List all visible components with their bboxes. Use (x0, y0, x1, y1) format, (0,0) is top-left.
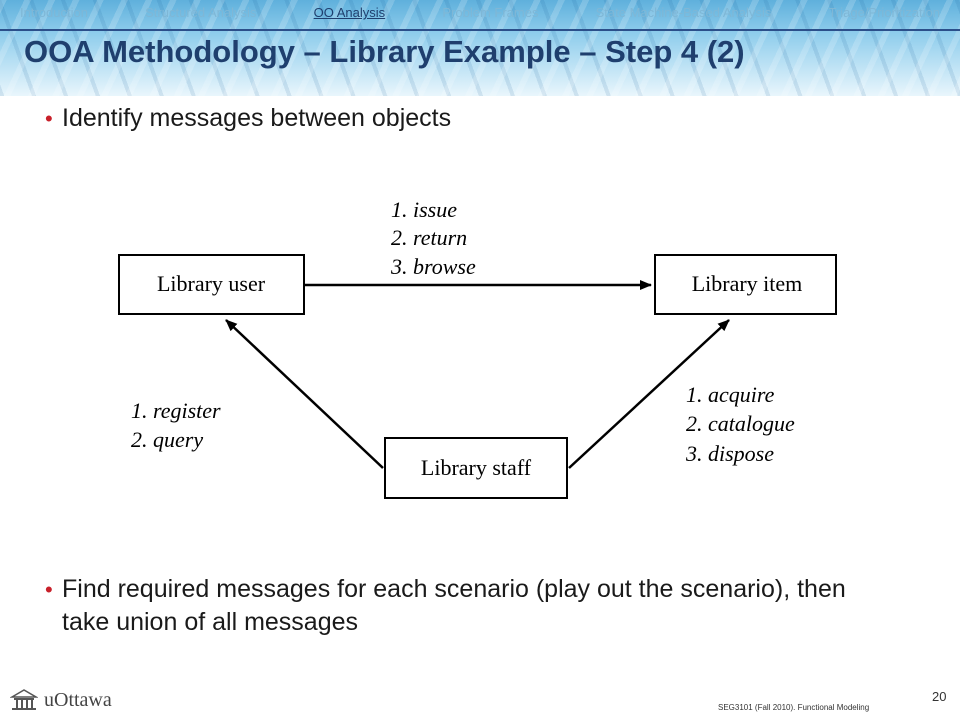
footer-course-info: SEG3101 (Fall 2010). Functional Modeling (718, 703, 870, 712)
message-label: 2. return (391, 225, 467, 250)
nav-item-structured-analysis[interactable]: Structured Analysis (145, 5, 257, 20)
logo-wordmark: uOttawa (44, 688, 112, 711)
bullet-dot-icon: • (45, 106, 53, 131)
uottawa-logo: uOttawa (10, 688, 112, 712)
message-label: 3. dispose (685, 441, 774, 466)
bullet-dot-icon: • (45, 577, 53, 602)
message-label: 1. issue (391, 197, 457, 222)
message-label: 1. acquire (686, 382, 775, 407)
slide-title: OOA Methodology – Library Example – Step… (24, 34, 745, 69)
box-library-user-label: Library user (157, 271, 266, 296)
message-label: 2. catalogue (686, 411, 795, 436)
box-library-staff (384, 437, 568, 499)
page-number: 20 (932, 689, 947, 704)
nav-item-state-machine-analysis[interactable]: State Machine-Based Analysis (595, 5, 772, 20)
nav-item-oo-analysis[interactable]: OO Analysis (313, 5, 386, 20)
title-divider (0, 29, 960, 31)
box-library-item (654, 254, 837, 315)
message-label: 1. register (131, 398, 221, 423)
arrow-staff-to-item (568, 319, 730, 469)
nav-item-problem-frames[interactable]: Problem Frames (442, 5, 539, 20)
building-icon (10, 689, 38, 710)
box-library-staff-label: Library staff (421, 455, 532, 480)
bullet-item: • Find required messages for each scenar… (45, 573, 882, 639)
box-library-user (118, 254, 305, 315)
bullet-item: • Identify messages between objects (45, 102, 922, 135)
arrow-staff-to-user (225, 319, 384, 469)
box-library-item-label: Library item (692, 271, 803, 296)
message-label: 2. query (131, 427, 203, 452)
nav-item-introduction[interactable]: Introduction (20, 5, 88, 20)
top-navigation: Introduction Structured Analysis OO Anal… (0, 5, 960, 25)
bullet-text: Identify messages between objects (62, 104, 452, 132)
nav-item-triage-prioritization[interactable]: Triage/Prioritization (828, 5, 940, 20)
message-label: 3. browse (390, 254, 476, 279)
header-banner: Introduction Structured Analysis OO Anal… (0, 0, 960, 96)
bullet-text: Find required messages for each scenario… (62, 575, 846, 636)
